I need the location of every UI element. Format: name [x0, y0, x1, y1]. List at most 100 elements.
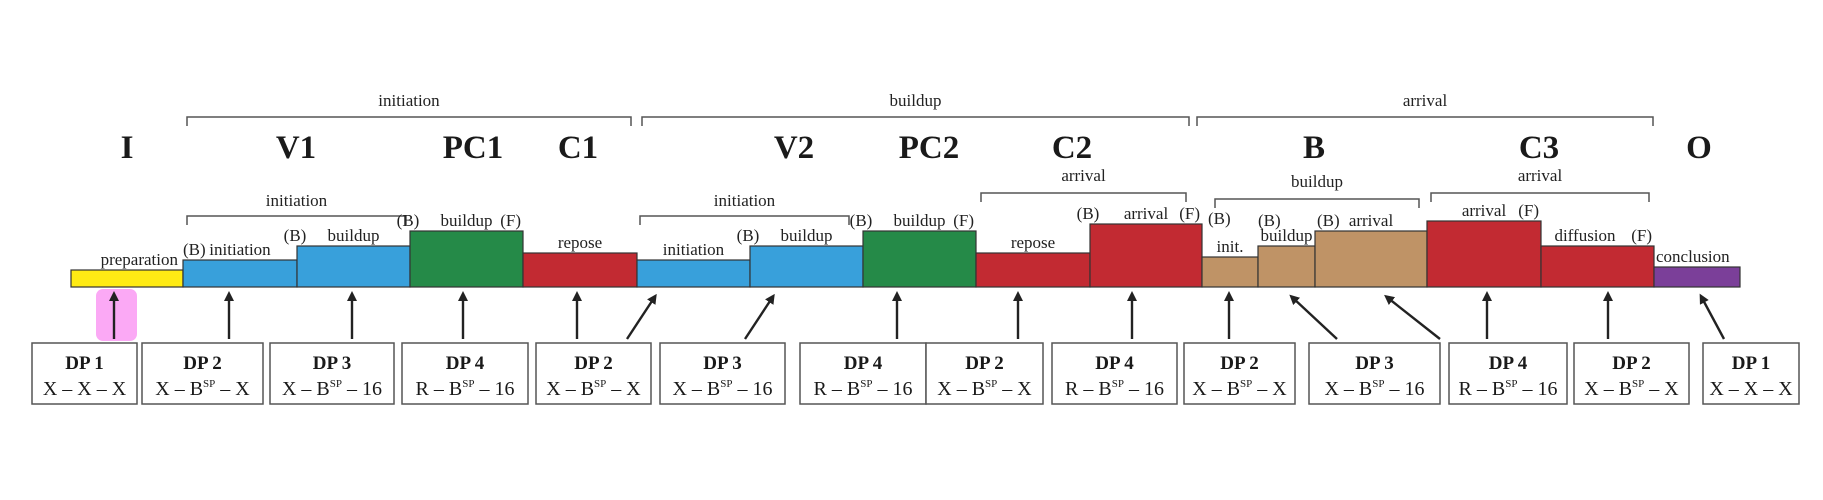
segment-label: initiation	[209, 240, 271, 259]
formula-part: R – B	[416, 378, 463, 400]
formula-part: X – B	[1324, 378, 1372, 400]
segment-label: arrival	[1124, 204, 1169, 223]
formula-part: – X	[997, 378, 1032, 400]
dp-box-title: DP 2	[183, 353, 222, 374]
segment-label: buildup	[328, 226, 380, 245]
formula-superscript: SP	[594, 378, 606, 390]
section-label-c1: C1	[558, 130, 598, 166]
formula-part: – X	[1252, 378, 1287, 400]
section-label-o: O	[1686, 130, 1712, 166]
sub-arrival-bracket	[1430, 192, 1650, 202]
dp-box: DP 3X – BSP – 16	[659, 342, 786, 405]
dp-box: DP 1 X – X – X	[31, 342, 138, 405]
sub-arrival-label: arrival	[1061, 166, 1106, 185]
dp-box-frame	[659, 342, 786, 405]
begin-marker: (B)	[850, 211, 873, 230]
dp-box: DP 4R – BSP – 16	[401, 342, 529, 405]
dp-box-formula: X – BSP – X	[937, 378, 1032, 400]
dp-box-formula: X – BSP – X	[546, 378, 641, 400]
dp-box: DP 3X – BSP – 16	[1308, 342, 1441, 405]
dp-box-title: DP 3	[1355, 353, 1394, 374]
formula-part: X – X – X	[1709, 378, 1793, 400]
begin-marker: (B)	[737, 226, 760, 245]
final-marker: (F)	[1631, 226, 1652, 245]
arrow-icon	[743, 293, 775, 340]
dp-box-formula: R – BSP – 16	[1065, 378, 1164, 400]
dp-box: DP 3X – BSP – 16	[269, 342, 395, 405]
segment-conclusion-bar	[1653, 266, 1741, 288]
section-label-pc2: PC2	[899, 130, 960, 166]
segment-preparation-bar	[70, 269, 184, 288]
segment-initiation-bar	[182, 259, 298, 288]
formula-part: R – B	[1459, 378, 1506, 400]
formula-superscript: SP	[1632, 378, 1644, 390]
sub-initiation-label: initiation	[266, 191, 328, 210]
formula-part: X – X – X	[43, 378, 127, 400]
formula-part: R – B	[1065, 378, 1112, 400]
dp-box-frame	[535, 342, 652, 405]
formula-superscript: SP	[985, 378, 997, 390]
dp-box-title: DP 4	[446, 353, 485, 374]
segment-label: buildup	[894, 211, 946, 230]
section-label-v2: V2	[774, 130, 814, 166]
dp-box: DP 4 R – BSP – 16	[799, 342, 927, 405]
dp-box-formula: X – BSP – X	[1584, 378, 1679, 400]
dp-box: DP 2 X – BSP – X	[141, 342, 264, 405]
arrow-icon	[1699, 293, 1726, 340]
dp-box-frame	[1308, 342, 1441, 405]
dp-box-title: DP 4	[1489, 353, 1528, 374]
formula-part: X – B	[546, 378, 594, 400]
segment-initiation-bar	[636, 259, 751, 288]
formula-superscript: SP	[1112, 378, 1124, 390]
formula-part: – 16	[342, 378, 382, 400]
formula-part: X – B	[155, 378, 203, 400]
dp-box-title: DP 4	[844, 353, 883, 374]
dp-box-title: DP 4	[1095, 353, 1134, 374]
sub-initiation-bracket	[186, 215, 407, 225]
top-buildup-label: buildup	[890, 91, 942, 110]
dp-boxes: DP 1X – X – XDP 2X – BSP – XDP 3X – BSP …	[31, 342, 1800, 405]
dp-box-frame	[1448, 342, 1568, 405]
dp-box-frame	[31, 342, 138, 405]
section-label-pc1: PC1	[443, 130, 504, 166]
sub-arrival-bracket	[980, 192, 1187, 202]
final-marker: (F)	[1518, 201, 1539, 220]
dp-box-formula: X – BSP – X	[155, 378, 250, 400]
formula-part: X – B	[937, 378, 985, 400]
formula-superscript: SP	[1505, 378, 1517, 390]
begin-marker: (B)	[284, 226, 307, 245]
top-initiation-bracket	[186, 116, 632, 126]
dp-box-formula: R – BSP – 16	[1459, 378, 1558, 400]
dp-box-title: DP 2	[1220, 353, 1259, 374]
section-label-b: B	[1303, 130, 1325, 166]
formula-part: – X	[215, 378, 250, 400]
dp-box-frame	[1573, 342, 1690, 405]
segment-buildup-bar	[862, 230, 977, 288]
formula-superscript: SP	[1372, 378, 1384, 390]
segment-buildup-bar	[749, 245, 864, 288]
dp-box-formula: X – X – X	[1709, 378, 1793, 400]
dp-box: DP 4 R – BSP – 16	[1448, 342, 1568, 405]
arrow-icon	[625, 293, 657, 340]
formula-superscript: SP	[860, 378, 872, 390]
formula-superscript: SP	[203, 378, 215, 390]
dp-box-title: DP 2	[965, 353, 1004, 374]
begin-marker: (B)	[1317, 211, 1340, 230]
dp-box-frame	[1051, 342, 1178, 405]
dp-box: DP 2 X – BSP – X	[925, 342, 1044, 405]
sub-arrival-label: arrival	[1518, 166, 1563, 185]
dp-box-title: DP 3	[313, 353, 352, 374]
segment-label: repose	[558, 233, 602, 252]
formula-part: X – B	[672, 378, 720, 400]
dp-box-frame	[401, 342, 529, 405]
dp-box: DP 4 R – BSP – 16	[1051, 342, 1178, 405]
dp-box-title: DP 1	[65, 353, 104, 374]
dp-box-frame	[925, 342, 1044, 405]
begin-marker: (B)	[1077, 204, 1100, 223]
dp-box-formula: R – BSP – 16	[814, 378, 913, 400]
dp-box-formula: X – X – X	[43, 378, 127, 400]
sub-initiation-bracket	[639, 215, 850, 225]
segment-label: arrival	[1462, 201, 1507, 220]
